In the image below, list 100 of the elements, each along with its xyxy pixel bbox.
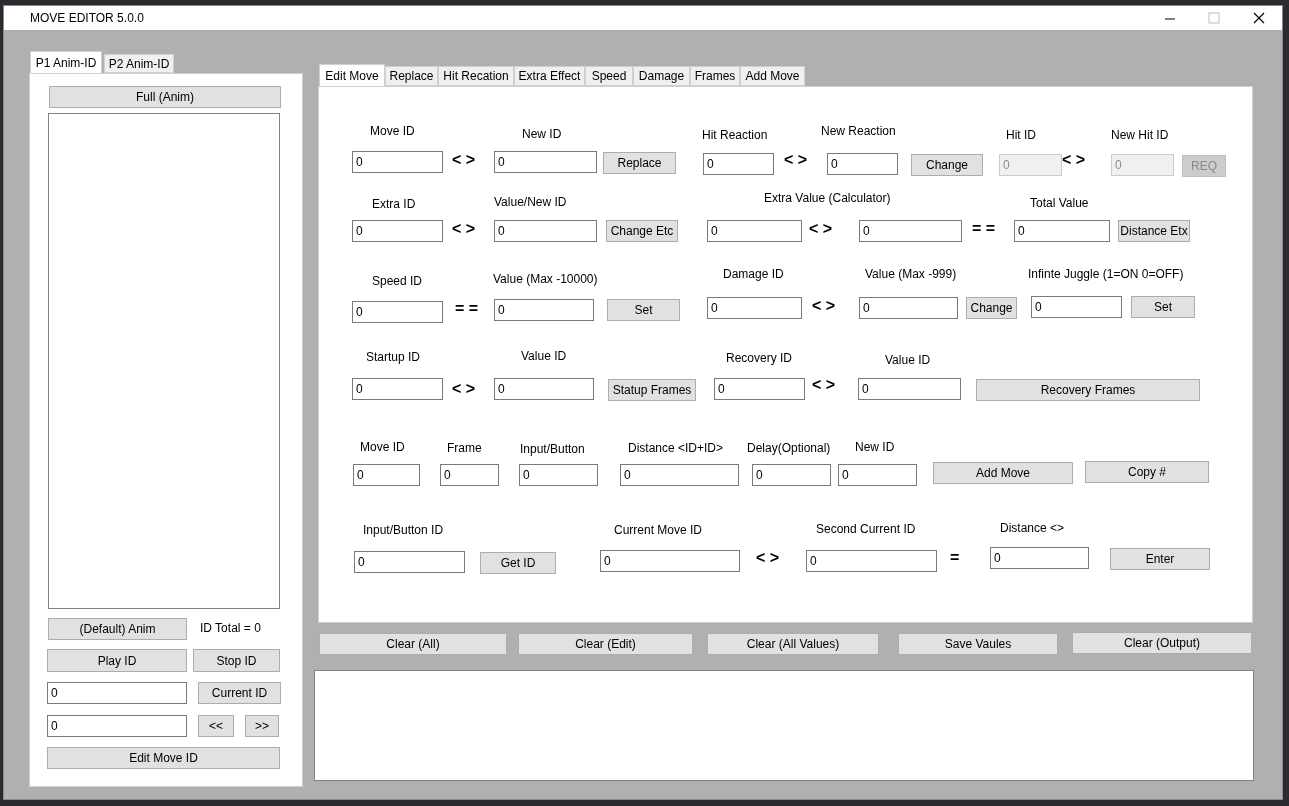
field-label: New ID — [522, 127, 562, 141]
input-field: 0 — [806, 550, 937, 572]
tab: Extra Effect — [514, 66, 585, 86]
input-field: 0 — [707, 297, 802, 319]
push-button: Stop ID — [193, 649, 280, 672]
input-field: 0 — [494, 151, 597, 173]
field-label: Input/Button ID — [363, 523, 444, 537]
operator-sign: < > — [809, 220, 833, 238]
operator-sign: < > — [756, 549, 780, 567]
push-button: Clear (Output) — [1072, 632, 1252, 654]
input-field: 0 — [47, 715, 187, 737]
input-field: 0 — [620, 464, 739, 486]
push-button: Add Move — [933, 462, 1073, 484]
push-button: Change — [966, 297, 1017, 319]
input-field: 0 — [494, 299, 594, 321]
list-box — [48, 113, 280, 609]
field-label: Damage ID — [723, 267, 784, 281]
push-button: >> — [245, 715, 279, 737]
input-field: 0 — [1014, 220, 1110, 242]
operator-sign: < > — [452, 220, 476, 238]
tab: Edit Move — [319, 64, 385, 87]
operator-sign: = = — [455, 300, 479, 318]
push-button: Enter — [1110, 548, 1210, 570]
field-label: Extra ID — [372, 197, 416, 211]
operator-sign: = = — [972, 220, 996, 238]
input-field: 0 — [1111, 154, 1174, 176]
field-label: Infinte Juggle (1=ON 0=OFF) — [1028, 267, 1184, 281]
field-label: Move ID — [360, 440, 405, 454]
input-field: 0 — [352, 301, 443, 323]
push-button: Clear (Edit) — [518, 633, 693, 655]
input-field: 0 — [714, 378, 805, 400]
field-label: Value (Max -10000) — [493, 272, 598, 286]
field-label: New Hit ID — [1111, 128, 1169, 142]
field-label: Hit Reaction — [702, 128, 768, 142]
tab: Replace — [385, 66, 438, 86]
input-field: 0 — [352, 220, 443, 242]
output-box — [314, 670, 1254, 781]
push-button: Change Etc — [606, 220, 678, 242]
input-field: 0 — [990, 547, 1089, 569]
field-label: Delay(Optional) — [747, 441, 831, 455]
push-button: Full (Anim) — [49, 86, 281, 108]
push-button: Statup Frames — [608, 379, 696, 401]
push-button: Edit Move ID — [47, 747, 280, 769]
field-label: Hit ID — [1006, 128, 1036, 142]
input-field: 0 — [859, 297, 958, 319]
push-button: (Default) Anim — [48, 618, 187, 640]
input-field: 0 — [354, 551, 465, 573]
field-label: New ID — [855, 440, 895, 454]
push-button: Get ID — [480, 552, 556, 574]
push-button: << — [198, 715, 234, 737]
input-field: 0 — [703, 153, 774, 175]
operator-sign: < > — [1062, 151, 1086, 169]
input-field: 0 — [858, 378, 961, 400]
field-label: Second Current ID — [816, 522, 916, 536]
input-field: 0 — [47, 682, 187, 704]
push-button: Clear (All) — [319, 633, 507, 655]
push-button: Set — [1131, 296, 1195, 318]
tab: Speed — [585, 66, 633, 86]
input-field: 0 — [353, 464, 420, 486]
tab: Hit Recation — [438, 66, 514, 86]
push-button: REQ — [1182, 155, 1226, 177]
window-title: MOVE EDITOR 5.0.0 — [30, 11, 144, 25]
input-field: 0 — [827, 153, 898, 175]
input-field: 0 — [352, 378, 443, 400]
push-button: Set — [607, 299, 680, 321]
push-button: Save Vaules — [898, 633, 1058, 655]
field-label: Total Value — [1030, 196, 1089, 210]
app-window — [3, 5, 1283, 800]
field-label: Value (Max -999) — [865, 267, 957, 281]
input-field: 0 — [859, 220, 962, 242]
operator-sign: = — [950, 549, 960, 567]
input-field: 0 — [519, 464, 598, 486]
tab: P2 Anim-ID — [104, 54, 174, 73]
operator-sign: < > — [812, 376, 836, 394]
push-button: Clear (All Values) — [707, 633, 879, 655]
tab: Add Move — [740, 66, 805, 86]
input-field: 0 — [352, 151, 443, 173]
input-field: 0 — [999, 154, 1062, 176]
field-label: Move ID — [370, 124, 415, 138]
tab: P1 Anim-ID — [30, 51, 102, 74]
input-field: 0 — [838, 464, 917, 486]
field-label: Frame — [447, 441, 482, 455]
input-field: 0 — [707, 220, 802, 242]
operator-sign: < > — [812, 297, 836, 315]
push-button: Distance Etx — [1118, 220, 1190, 242]
field-label: Recovery ID — [726, 351, 793, 365]
push-button: Replace — [603, 152, 676, 174]
tab-panel — [318, 86, 1253, 623]
operator-sign: < > — [452, 151, 476, 169]
operator-sign: < > — [784, 151, 808, 169]
field-label: ID Total = 0 — [200, 621, 261, 635]
input-field: 0 — [1031, 296, 1122, 318]
field-label: Distance <ID+ID> — [628, 441, 724, 455]
field-label: Speed ID — [372, 274, 423, 288]
input-field: 0 — [752, 464, 831, 486]
input-field: 0 — [494, 220, 597, 242]
input-field: 0 — [440, 464, 499, 486]
push-button: Play ID — [47, 649, 187, 672]
field-label: Startup ID — [366, 350, 421, 364]
tab: Frames — [690, 66, 740, 86]
